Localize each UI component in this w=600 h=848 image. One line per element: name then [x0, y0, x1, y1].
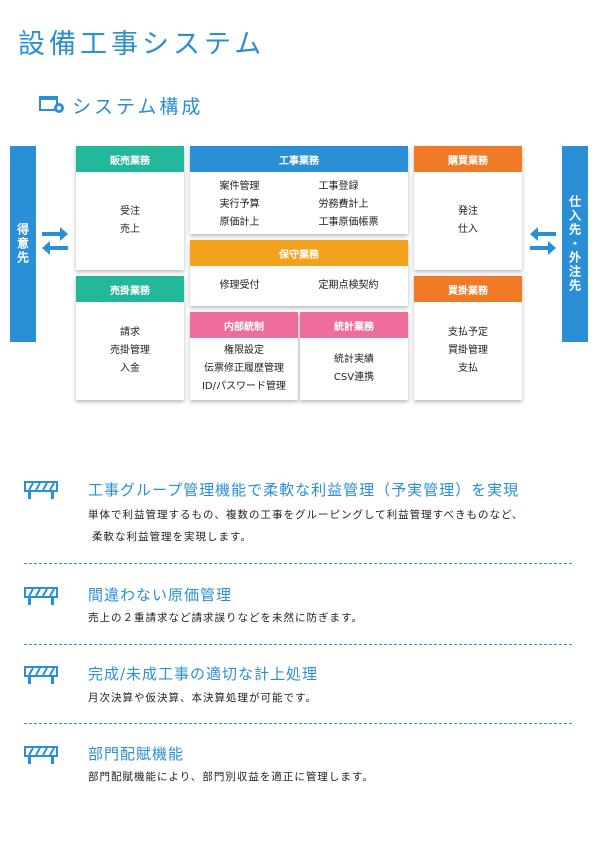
section-title: システム構成	[72, 96, 204, 118]
arrow-right-icon	[530, 241, 556, 255]
construction-item: 工事登録	[318, 181, 359, 192]
feature-title: 間違わない原価管理	[88, 586, 233, 604]
purchase-item: 発注	[458, 206, 478, 217]
barrier-icon	[24, 481, 58, 499]
maintenance-item: 定期点検契約	[318, 280, 379, 291]
stats-box: 統計業務 統計実績 CSV連携	[300, 312, 408, 400]
sales-header: 販売業務	[76, 146, 184, 172]
feature-desc: 柔軟な利益管理を実現します。	[92, 531, 252, 543]
stats-item: CSV連携	[333, 372, 375, 383]
arrow-right-icon	[42, 227, 68, 241]
window-gear-icon	[39, 96, 64, 113]
internal-item: 伝票修正履歴管理	[204, 363, 284, 374]
construction-header: 工事業務	[190, 146, 408, 172]
receivable-header: 売掛業務	[76, 276, 184, 302]
construction-item: 工事原価帳票	[318, 217, 379, 228]
barrier-icon	[24, 666, 58, 684]
maintenance-header: 保守業務	[190, 240, 408, 266]
divider	[24, 644, 572, 645]
feature-desc: 単体で利益管理するもの、複数の工事をグルーピングして利益管理すべきものなど、	[88, 509, 524, 521]
divider	[24, 563, 572, 564]
feature-desc: 部門配賦機能により、部門別収益を適正に管理します。	[88, 771, 374, 783]
supplier-bar: 仕入先・外注先	[562, 146, 588, 342]
barrier-icon	[24, 746, 58, 764]
stats-item: 統計実績	[334, 354, 374, 365]
construction-item: 原価計上	[219, 217, 260, 228]
receivable-item: 入金	[120, 363, 140, 374]
payable-header: 買掛業務	[414, 276, 522, 302]
arrow-left-icon	[42, 241, 68, 255]
feature-title: 完成/未成工事の適切な計上処理	[88, 665, 319, 683]
purchase-item: 仕入	[458, 224, 478, 235]
page-title: 設備工事システム	[18, 29, 266, 60]
maintenance-item: 修理受付	[219, 280, 260, 291]
sales-item: 受注	[120, 206, 140, 217]
construction-item: 案件管理	[219, 181, 260, 192]
receivable-box: 売掛業務 請求 売掛管理 入金	[76, 276, 184, 400]
payable-item: 支払	[458, 363, 478, 374]
maintenance-box: 保守業務 修理受付 定期点検契約	[190, 240, 408, 306]
purchase-header: 購買業務	[414, 146, 522, 172]
receivable-item: 売掛管理	[110, 345, 150, 356]
purchase-box: 購買業務 発注 仕入	[414, 146, 522, 270]
construction-box: 工事業務 案件管理 実行予算 原価計上 工事登録 労務費計上 工事原価帳票	[190, 146, 408, 234]
receivable-item: 請求	[120, 327, 140, 338]
internal-item: 権限設定	[224, 345, 264, 356]
feature-desc: 売上の２重請求など請求誤りなどを未然に防ぎます。	[88, 612, 363, 624]
sales-box: 販売業務 受注 売上	[76, 146, 184, 270]
payable-item: 買掛管理	[448, 345, 488, 356]
feature-title: 工事グループ管理機能で柔軟な利益管理（予実管理）を実現	[88, 481, 520, 499]
feature-desc: 月次決算や仮決算、本決算処理が可能です。	[88, 692, 317, 704]
feature-title: 部門配賦機能	[88, 745, 185, 763]
divider	[24, 723, 572, 724]
barrier-icon	[24, 587, 58, 605]
internal-control-box: 内部統制 権限設定 伝票修正履歴管理 ID/パスワード管理	[190, 312, 298, 400]
payable-box: 買掛業務 支払予定 買掛管理 支払	[414, 276, 522, 400]
customer-bar: 得意先	[10, 146, 36, 342]
construction-item: 労務費計上	[318, 199, 369, 210]
internal-header: 内部統制	[190, 312, 298, 338]
stats-header: 統計業務	[300, 312, 408, 338]
arrow-left-icon	[530, 227, 556, 241]
payable-item: 支払予定	[448, 327, 488, 338]
construction-item: 実行予算	[219, 199, 260, 210]
internal-item: ID/パスワード管理	[201, 381, 287, 392]
sales-item: 売上	[120, 224, 140, 235]
